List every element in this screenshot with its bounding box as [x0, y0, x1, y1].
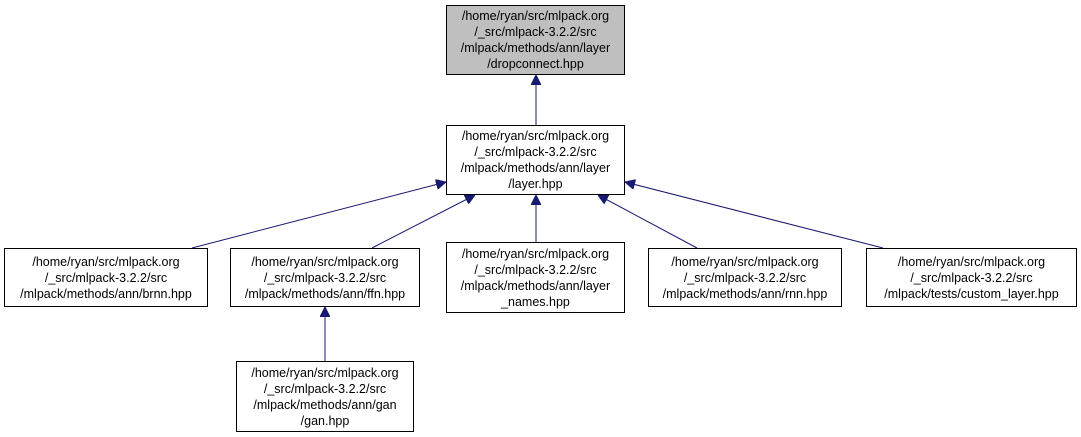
node-label: /home/ryan/src/mlpack.org /_src/mlpack-3…: [20, 254, 192, 301]
node-label: /home/ryan/src/mlpack.org /_src/mlpack-3…: [244, 254, 406, 301]
edge-ffn-to-layer: [371, 195, 475, 249]
node-dropconnect-hpp: /home/ryan/src/mlpack.org /_src/mlpack-3…: [446, 5, 625, 75]
node-label: /home/ryan/src/mlpack.org /_src/mlpack-3…: [460, 129, 611, 191]
node-label: /home/ryan/src/mlpack.org /_src/mlpack-3…: [460, 9, 611, 71]
edge-custom-layer-to-layer: [625, 182, 884, 249]
node-label: /home/ryan/src/mlpack.org /_src/mlpack-3…: [662, 254, 828, 301]
node-layer-hpp[interactable]: /home/ryan/src/mlpack.org /_src/mlpack-3…: [446, 125, 625, 195]
node-label: /home/ryan/src/mlpack.org /_src/mlpack-3…: [251, 365, 399, 428]
edge-rnn-to-layer: [598, 195, 698, 249]
node-gan-hpp[interactable]: /home/ryan/src/mlpack.org /_src/mlpack-3…: [236, 361, 414, 432]
node-label: /home/ryan/src/mlpack.org /_src/mlpack-3…: [460, 246, 611, 309]
node-rnn-hpp[interactable]: /home/ryan/src/mlpack.org /_src/mlpack-3…: [648, 248, 842, 307]
node-ffn-hpp[interactable]: /home/ryan/src/mlpack.org /_src/mlpack-3…: [230, 248, 420, 307]
node-brnn-hpp[interactable]: /home/ryan/src/mlpack.org /_src/mlpack-3…: [4, 248, 208, 307]
node-custom-layer-hpp[interactable]: /home/ryan/src/mlpack.org /_src/mlpack-3…: [866, 248, 1077, 307]
edge-brnn-to-layer: [191, 182, 446, 249]
node-label: /home/ryan/src/mlpack.org /_src/mlpack-3…: [884, 254, 1059, 301]
node-layer-names-hpp[interactable]: /home/ryan/src/mlpack.org /_src/mlpack-3…: [446, 242, 625, 313]
